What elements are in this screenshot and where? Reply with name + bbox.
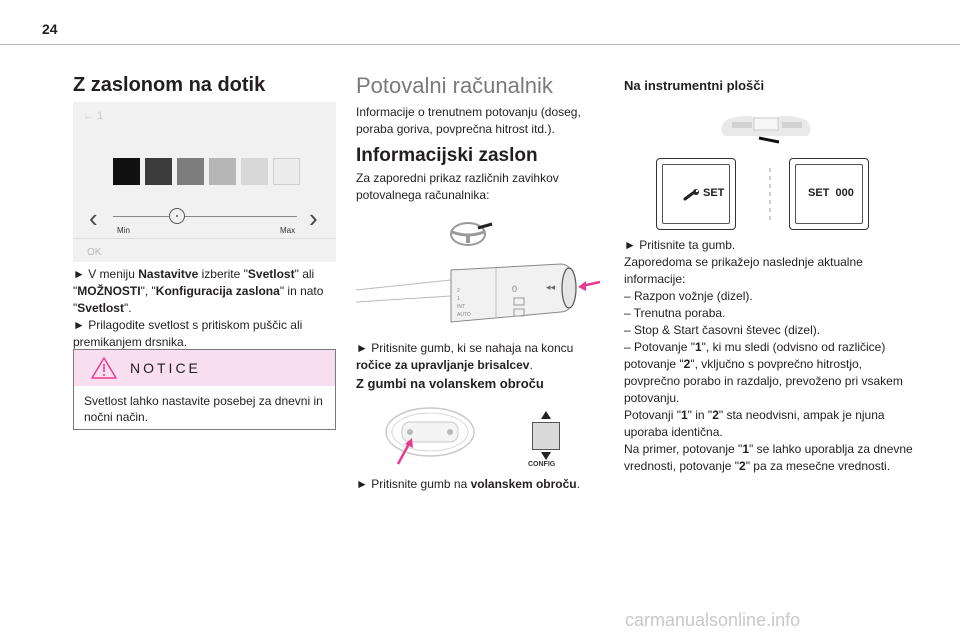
wheel-instruction: ► Pritisnite gumb na volanskem obroču. xyxy=(356,476,606,493)
arrow-up-icon xyxy=(541,411,551,419)
text-line: Zaporedoma se prikažejo naslednje aktual… xyxy=(624,255,863,286)
brightness-swatch xyxy=(209,158,236,185)
text-line: ► Pritisnite ta gumb. xyxy=(624,238,736,252)
brightness-slider-track xyxy=(113,216,297,217)
info-screen-text: Za zaporedni prikaz različnih zavihkov p… xyxy=(356,171,559,202)
page-number: 24 xyxy=(42,21,58,37)
set-button-illustration: SET xyxy=(656,158,736,230)
svg-text:AUTO: AUTO xyxy=(457,312,471,318)
brightness-swatch xyxy=(241,158,268,185)
notice-box: NOTICE Svetlost lahko nastavite posebej … xyxy=(73,349,336,430)
notice-text: Svetlost lahko nastavite posebej za dnev… xyxy=(84,394,323,424)
arrow-down-icon xyxy=(541,452,551,460)
info-screen-subtitle: Informacijski zaslon xyxy=(356,145,538,166)
watermark: carmanualsonline.info xyxy=(625,610,801,630)
svg-text:◂◂: ◂◂ xyxy=(546,282,556,292)
screen-ok-label: OK xyxy=(87,247,102,258)
slider-max-label: Max xyxy=(280,226,296,235)
brightness-instructions: ► V meniju Nastavitve izberite "Svetlost… xyxy=(73,266,338,351)
touchscreen-title: Z zaslonom na dotik xyxy=(73,74,266,96)
brightness-swatch xyxy=(145,158,172,185)
config-button-illustration xyxy=(532,422,560,450)
steering-wheel-icon xyxy=(450,222,493,246)
slider-min-label: Min xyxy=(117,226,130,235)
text-line: Na primer, potovanje "1" se lahko uporab… xyxy=(624,442,913,473)
brightness-swatch xyxy=(177,158,204,185)
set-display-illustration: SET 000 xyxy=(789,158,869,230)
chevron-right-icon: › xyxy=(309,203,318,233)
brightness-swatch xyxy=(113,158,140,185)
wheel-buttons-heading: Z gumbi na volanskem obroču xyxy=(356,376,544,391)
svg-text:2: 2 xyxy=(457,288,460,294)
config-label: CONFIG xyxy=(528,461,556,468)
header-rule xyxy=(0,44,960,45)
instrument-panel-text: ► Pritisnite ta gumb. Zaporedoma se prik… xyxy=(624,237,914,475)
stalk-instruction-text: ► Pritisnite gumb, ki se nahaja na koncu… xyxy=(356,341,574,372)
brightness-swatch xyxy=(273,158,300,185)
trip-computer-intro: Informacije o trenutnem potovanju (doseg… xyxy=(356,105,581,136)
trip-computer-title: Potovalni računalnik xyxy=(356,73,553,98)
screen-back-label: ← 1 xyxy=(83,110,104,122)
wheel-instruction-text: ► Pritisnite gumb na volanskem obroču. xyxy=(356,477,580,491)
text-line: – Razpon vožnje (dizel). xyxy=(624,289,753,303)
set-button-label: SET xyxy=(703,187,725,199)
steering-wheel-icon xyxy=(385,407,475,457)
text-line: – Potovanje "1", ki mu sledi (odvisno od… xyxy=(624,340,903,405)
dashed-connector xyxy=(769,168,771,222)
wiper-stalk-illustration: 2 1 INT AUTO 0 ◂◂ xyxy=(356,222,601,323)
text-line: – Stop & Start časovni števec (dizel). xyxy=(624,323,821,337)
wrench-icon xyxy=(683,189,699,201)
instruction-step-2: ► Prilagodite svetlost s pritiskom pušči… xyxy=(73,318,303,349)
notice-header: NOTICE xyxy=(74,350,335,386)
brightness-screen-illustration: ← 1 ‹ › Min Max OK xyxy=(73,102,336,262)
screen-divider xyxy=(73,238,336,239)
text-line: – Trenutna poraba. xyxy=(624,306,726,320)
stalk-instruction: ► Pritisnite gumb, ki se nahaja na koncu… xyxy=(356,340,596,374)
chevron-left-icon: ‹ xyxy=(89,203,98,233)
steering-wheel-controls-illustration xyxy=(385,407,475,465)
pointer-arrow-icon xyxy=(396,438,413,465)
pointer-arrow-icon xyxy=(578,280,601,291)
instruction-step-1: ► V meniju Nastavitve izberite "Svetlost… xyxy=(73,267,324,315)
warning-triangle-icon xyxy=(91,357,117,379)
set-display-label: SET 000 xyxy=(808,187,854,199)
text-line: Potovanji "1" in "2" sta neodvisni, ampa… xyxy=(624,408,885,439)
instrument-cluster-illustration xyxy=(721,116,811,144)
notice-title: NOTICE xyxy=(130,360,201,376)
svg-text:INT: INT xyxy=(457,304,465,310)
svg-text:0: 0 xyxy=(512,284,517,294)
instrument-panel-heading: Na instrumentni plošči xyxy=(624,78,765,93)
svg-text:1: 1 xyxy=(457,296,460,302)
brightness-slider-knob xyxy=(169,208,185,224)
wiper-stalk-icon: 2 1 INT AUTO 0 ◂◂ xyxy=(356,263,577,323)
